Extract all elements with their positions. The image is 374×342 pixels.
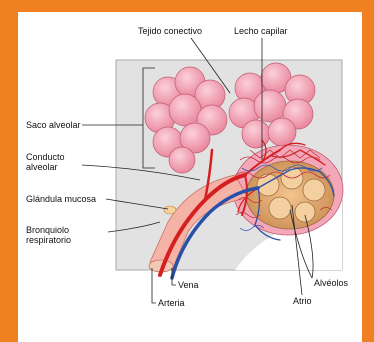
label-lecho-capilar: Lecho capilar xyxy=(234,26,288,36)
mucous-gland xyxy=(164,206,176,214)
label-bronquiolo-2: respiratorio xyxy=(26,235,71,245)
label-atrio: Atrio xyxy=(293,296,312,306)
label-conducto-alveolar-1: Conducto xyxy=(26,152,65,162)
label-conducto-alveolar-2: alveolar xyxy=(26,162,58,172)
label-vena: Vena xyxy=(178,280,199,290)
label-bronquiolo-1: Bronquiolo xyxy=(26,225,69,235)
label-saco-alveolar: Saco alveolar xyxy=(26,120,81,130)
label-arteria: Arteria xyxy=(158,298,185,308)
label-glandula-mucosa: Glándula mucosa xyxy=(26,194,96,204)
label-tejido-conectivo: Tejido conectivo xyxy=(138,26,202,36)
label-alveolos: Alvéolos xyxy=(314,278,348,288)
